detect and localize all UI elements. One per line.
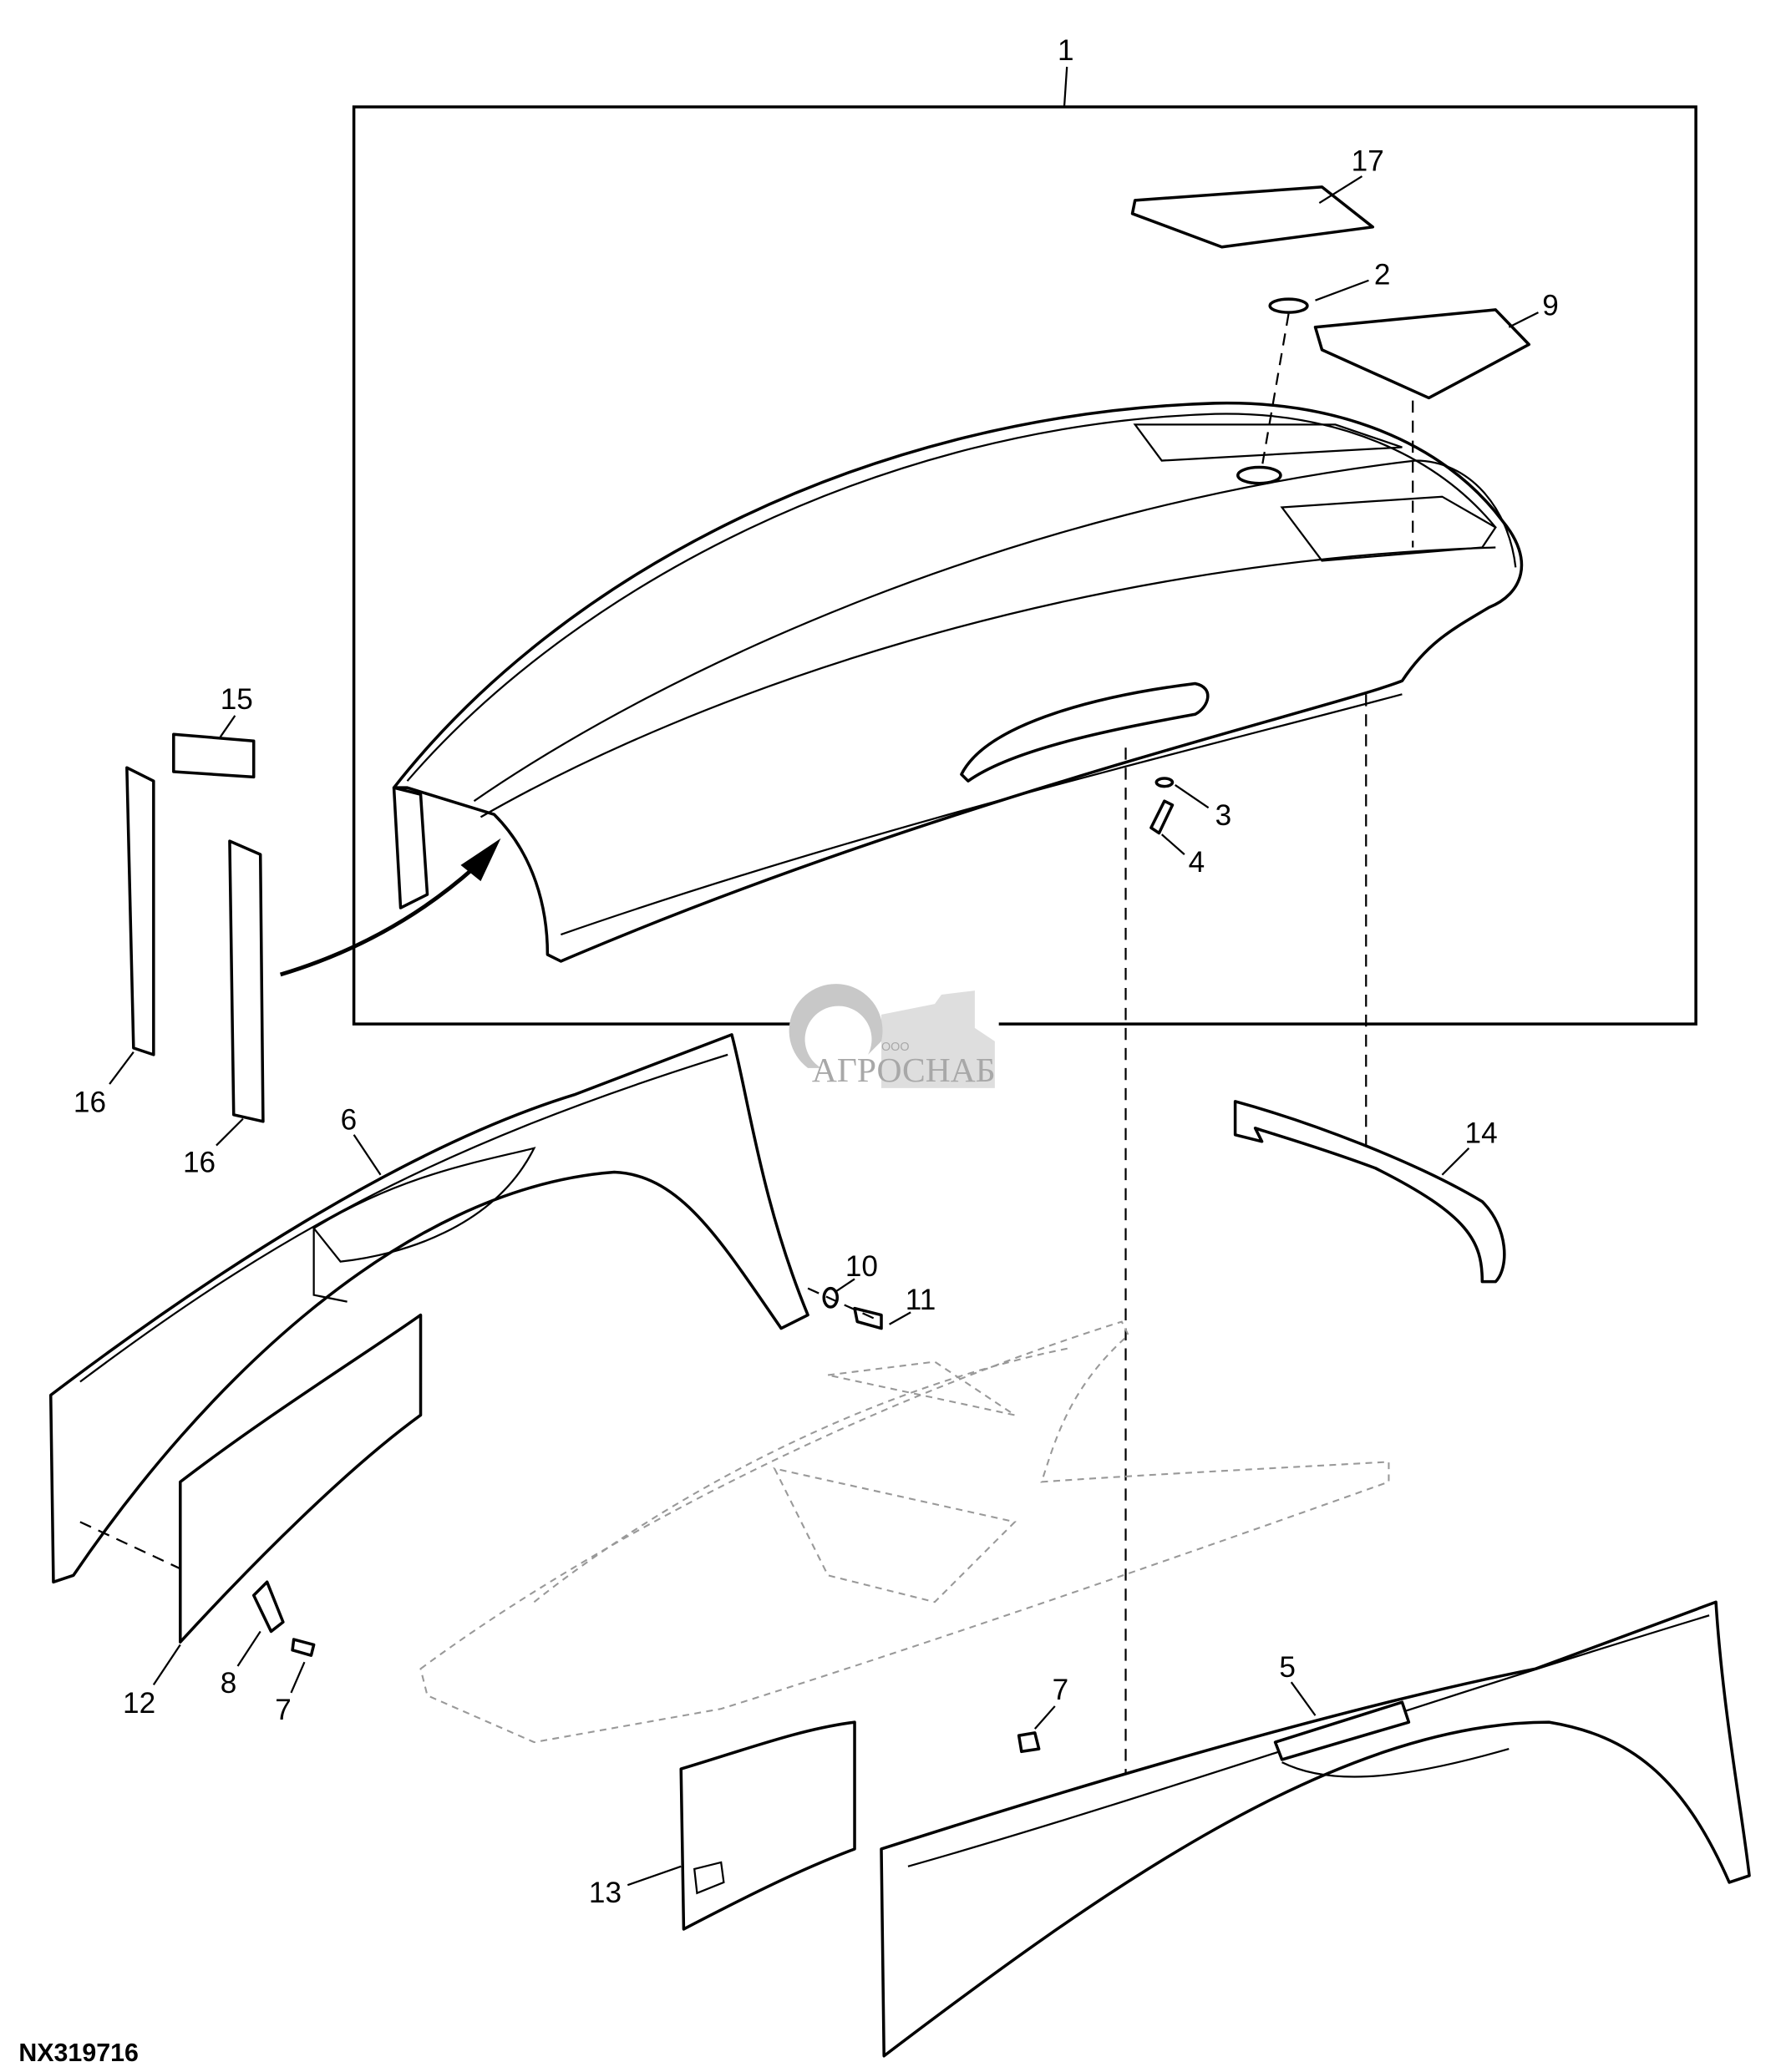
callout-7a: 7 [275,1694,292,1726]
callout-6: 6 [341,1103,358,1136]
seal-strip-16b [228,839,265,1123]
callout-8: 8 [221,1667,237,1700]
washer-3 [1154,777,1175,788]
callout-17: 17 [1352,145,1384,178]
clip-8 [251,1580,285,1634]
panel-13 [679,1720,856,1931]
callout-labels: 1 17 2 9 15 3 4 16 16 6 10 11 14 12 8 7 … [74,34,1559,1909]
callout-1: 1 [1058,34,1074,67]
watermark-prefix: ООО [881,1041,910,1054]
figure-code: NX319716 [18,2039,138,2067]
callout-16a: 16 [74,1087,106,1119]
panel-12 [179,1313,423,1644]
assembly-frame [352,105,1697,1026]
screw-7a [291,1638,316,1657]
watermark-logo: АГРОСНАБ ООО [789,984,996,1089]
frame-ghost [419,1320,1390,1744]
callout-4: 4 [1189,846,1205,879]
callout-11: 11 [906,1284,936,1316]
callout-13: 13 [589,1877,622,1909]
callout-7b: 7 [1053,1674,1069,1706]
screw-4 [1149,799,1175,835]
hood [279,401,1524,977]
leader-lines [109,66,1539,1887]
callout-3: 3 [1215,799,1232,832]
callout-14: 14 [1465,1117,1498,1149]
side-shield-6 [48,1033,809,1584]
strip-15 [172,732,256,779]
watermark-text: АГРОСНАБ [812,1051,996,1089]
callout-2: 2 [1374,259,1391,291]
side-shield-5 [880,1600,1751,2058]
callout-15: 15 [221,683,253,716]
panel-17 [1130,185,1375,249]
callout-16b: 16 [183,1147,216,1179]
callout-10: 10 [845,1250,878,1283]
bolt-11 [853,1306,883,1330]
callout-9: 9 [1542,289,1559,322]
support-14 [1233,1100,1506,1284]
callout-12: 12 [123,1687,155,1720]
seal-strip-16a [125,766,155,1056]
plug-2 [1268,297,1309,314]
screw-7b [1017,1731,1041,1754]
callout-5: 5 [1279,1651,1296,1684]
panel-9 [1313,308,1531,400]
